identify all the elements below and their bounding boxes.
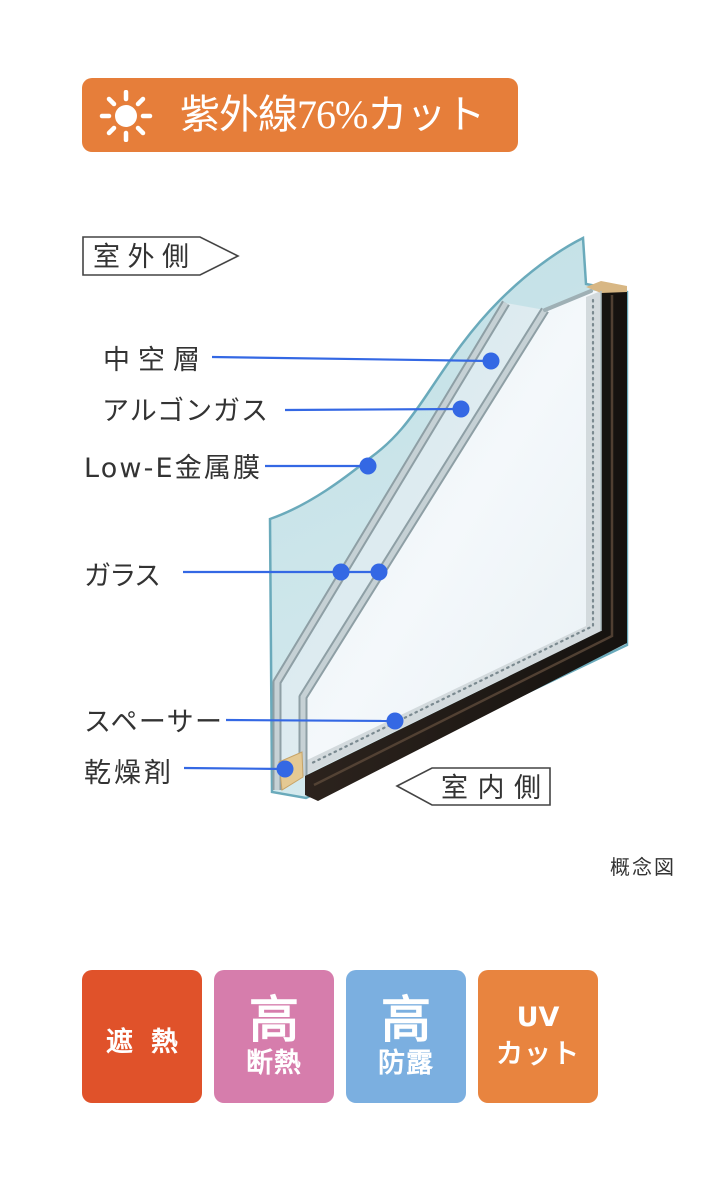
outdoor-side-arrow-box — [82, 236, 240, 276]
feature-badge-heat-shielding: 遮熱 — [82, 970, 202, 1103]
callout-label-glass: ガラス — [84, 561, 161, 592]
feature-badge-high-condensation-prevention: 高 防露 — [346, 970, 466, 1103]
feature-label: カット — [496, 1038, 580, 1070]
sun-icon — [99, 90, 153, 142]
feature-prefix: UV — [516, 1001, 560, 1033]
callout-label-hollow-layer: 中空層 — [103, 345, 200, 376]
outdoor-side-tag: 室外側 — [82, 236, 240, 276]
feature-prefix: 高 — [249, 990, 299, 1049]
feature-label: 遮熱 — [106, 1026, 196, 1058]
uv-cut-banner: 紫外線76%カット — [82, 78, 518, 152]
callout-dot-glass-outdoor — [332, 563, 350, 581]
outdoor-glass-edge-highlight — [274, 301, 509, 790]
callout-line-spacer — [225, 718, 396, 723]
callout-dot-hollow-layer — [482, 352, 500, 370]
double-glazing-diagram: 中空層 アルゴンガス Low-E金属膜 ガラス スペーサー 乾燥剤 室外側 室内… — [82, 236, 629, 806]
indoor-side-arrow-box — [395, 767, 551, 806]
indoor-glass-edge-highlight — [300, 308, 548, 776]
feature-prefix: 高 — [381, 990, 431, 1049]
concept-diagram-caption: 概念図 — [610, 857, 676, 879]
callout-dot-argon-gas — [452, 400, 470, 418]
indoor-glass-top-edge — [543, 289, 593, 312]
callout-dots — [276, 352, 500, 778]
callout-line-hollow-layer — [211, 355, 492, 363]
callout-line-desiccant — [183, 766, 286, 771]
frame-top-cap — [586, 281, 627, 293]
banner-title: 紫外線76%カット — [180, 92, 485, 137]
callout-label-low-e-film: Low-E金属膜 — [84, 453, 260, 484]
callout-dot-spacer — [386, 712, 404, 730]
spacer-dots — [308, 298, 595, 766]
indoor-side-tag: 室内側 — [395, 767, 551, 806]
callout-label-desiccant: 乾燥剤 — [84, 758, 171, 789]
spacer-band — [303, 291, 601, 776]
indoor-side-label: 室内側 — [441, 773, 541, 804]
feature-label: 断熱 — [246, 1047, 302, 1079]
feature-label: 防露 — [378, 1047, 434, 1079]
outdoor-side-label: 室外側 — [93, 242, 189, 273]
callout-label-argon-gas: アルゴンガス — [102, 396, 268, 427]
callout-line-argon-gas — [284, 407, 462, 412]
callout-label-spacer: スペーサー — [84, 707, 222, 738]
feature-badge-high-insulation: 高 断熱 — [214, 970, 334, 1103]
callout-dot-glass-indoor — [370, 563, 388, 581]
feature-badge-uv-cut: UV カット — [478, 970, 598, 1103]
sealant-frame — [305, 291, 627, 801]
sealant-frame-sheen — [313, 295, 614, 787]
callout-dot-low-e-film — [359, 457, 377, 475]
callout-dot-desiccant — [276, 760, 294, 778]
